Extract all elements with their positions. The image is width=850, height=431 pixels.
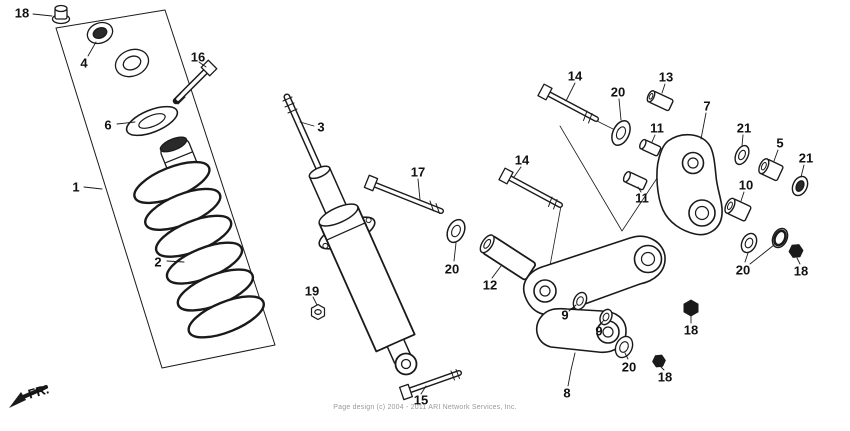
fr-direction-arrow [9, 385, 48, 408]
collar-part-12 [479, 234, 537, 281]
bolt-part-16 [172, 59, 218, 105]
coil-spring-part-2 [133, 160, 265, 339]
damper-rod-part-3 [282, 93, 324, 175]
washer-part-20-upper [611, 119, 631, 147]
assembly-boundary-box [55, 9, 276, 369]
collar-part-11-upper [639, 138, 662, 157]
nut-part-19 [310, 303, 326, 321]
bushing-part-20-bottom [614, 335, 634, 359]
upper-mount-cup [114, 48, 150, 78]
bushing-part-9-upper [572, 291, 588, 311]
nut-part-18-bottom [652, 354, 666, 368]
damper-body [318, 203, 416, 364]
bolt-part-14-lower [498, 167, 563, 210]
nut-part-18-topleft [51, 4, 71, 25]
collar-part-13 [646, 90, 674, 112]
nut-part-18-middle [683, 299, 699, 317]
bushing-part-10 [724, 197, 752, 222]
bolt-part-15 [398, 369, 462, 401]
grommet-part-21-right [791, 175, 809, 197]
washer-part-20-left [446, 218, 466, 244]
damper-clevis-eye [394, 352, 418, 376]
footer-copyright: Page design (c) 2004 - 2011 ARI Network … [333, 404, 517, 411]
knuckle-link-part-7 [656, 133, 723, 236]
collar-part-11-lower [622, 170, 648, 191]
bushing-part-4 [86, 21, 114, 45]
bolt-part-14-upper [537, 83, 599, 124]
washer-dark-band [771, 227, 789, 249]
leader-lines [32, 13, 805, 395]
cushion-arm-part-8 [523, 235, 666, 354]
nut-part-18-right [788, 244, 804, 258]
bolt-part-17 [363, 174, 444, 214]
bushing-part-5 [758, 158, 784, 182]
spring-seat-part-6 [125, 105, 179, 137]
washer-part-20-right [740, 232, 758, 254]
washer-part-21-left [734, 144, 750, 166]
